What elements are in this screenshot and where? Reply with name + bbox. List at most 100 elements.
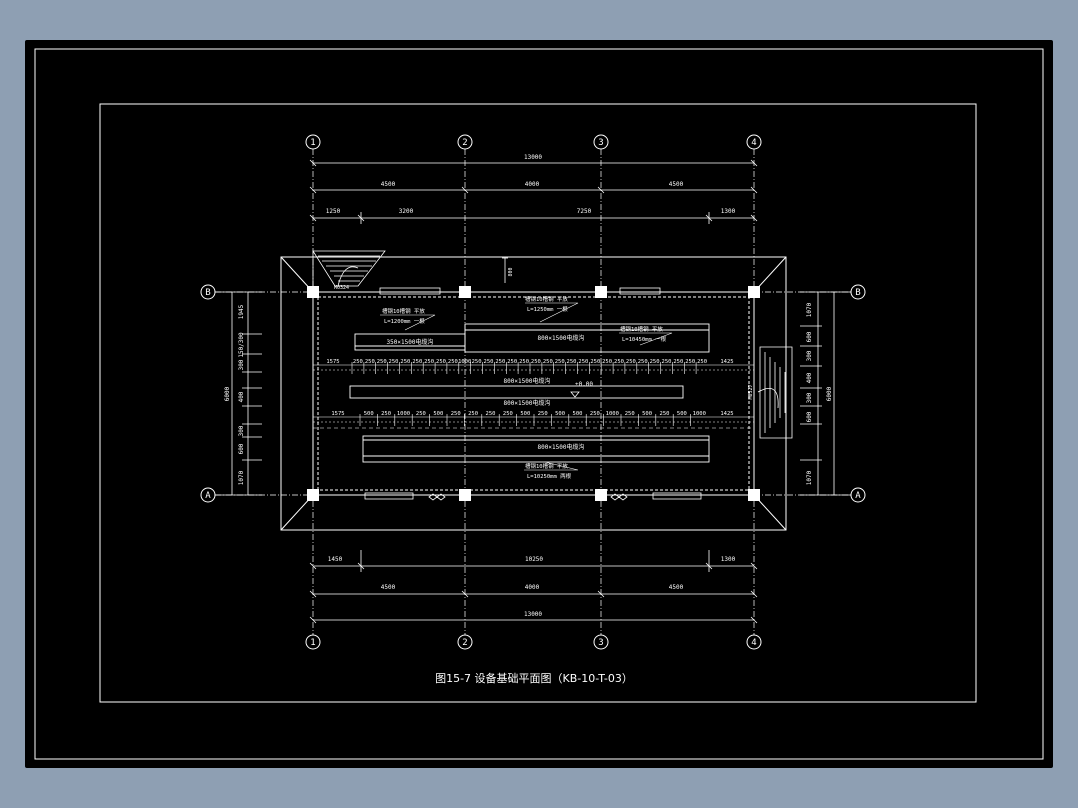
row2-labels-label: 250 [503, 411, 513, 417]
axis-label-right-A: A [855, 491, 861, 501]
row2-labels-label: 250 [451, 411, 461, 417]
row1-start: 1575 [326, 359, 339, 365]
row1-labels-label: 250 [697, 359, 707, 365]
door-ramp-right [757, 346, 793, 439]
dim-right-seg-2: 600 [806, 331, 813, 342]
column-2B [459, 286, 471, 298]
sheet-inner-border [99, 103, 977, 703]
dim-top-sub-2: 3200 [399, 208, 414, 215]
dim-top-seg-3: 4500 [669, 181, 684, 188]
row-ticks [351, 362, 697, 426]
row1-labels-label: 250 [448, 359, 458, 365]
elevation-triangle [570, 391, 580, 398]
row1-labels-label: 250 [614, 359, 624, 365]
door-ramp-left [312, 250, 386, 287]
row1-labels-label: 250 [531, 359, 541, 365]
row1-labels-label: 250 [650, 359, 660, 365]
dim-top-seg-1: 4500 [381, 181, 396, 188]
dim-top-total: 13000 [524, 154, 542, 161]
axis-label-bottom-4: 4 [751, 638, 756, 648]
axis-label-top-1: 1 [310, 138, 315, 148]
steel-label-top-right-2: L=10450mm 一根 [622, 335, 667, 343]
dim-left-seg-1: 1945 [238, 304, 245, 319]
dim-bottom-sub-1: 1450 [328, 556, 343, 563]
column-2A [459, 489, 471, 501]
column-4B [748, 286, 760, 298]
equipment-rows [313, 364, 754, 429]
row2-labels-label: 250 [538, 411, 548, 417]
row1-labels-label: 250 [507, 359, 517, 365]
dim-left-seg-7: 1070 [238, 470, 245, 485]
row1-labels-label: 250 [389, 359, 399, 365]
axis-label-bottom-2: 2 [462, 638, 467, 648]
axis-label-left-B: B [205, 288, 210, 298]
row2-labels-label: 1000 [397, 411, 410, 417]
dim-left-seg-4: 400 [238, 391, 245, 402]
cable-trenches [349, 323, 710, 463]
dim-top-seg-2: 4000 [525, 181, 540, 188]
axis-label-left-A: A [205, 491, 211, 501]
row1-labels-label: 1000 [458, 359, 471, 365]
row1-end: 1425 [720, 359, 733, 365]
row1-labels-label: 250 [626, 359, 636, 365]
dim-bottom-total: 13000 [524, 611, 542, 618]
row2-labels-label: 250 [590, 411, 600, 417]
axis-label-top-4: 4 [751, 138, 756, 148]
dim-left-seg-5: 300 [238, 425, 245, 436]
steel-label-top-right-1: 槽钢10槽钢 平放 [620, 325, 663, 333]
elevation-mark: ±0.00 [575, 381, 593, 388]
row1-labels-label: 250 [543, 359, 553, 365]
axis-label-right-B: B [855, 288, 860, 298]
column-1A [307, 489, 319, 501]
dim-right-seg-3: 300 [806, 350, 813, 361]
columns [307, 286, 760, 501]
row1-labels-label: 250 [436, 359, 446, 365]
row1-labels-label: 250 [602, 359, 612, 365]
dim-bottom-sub-3: 1300 [721, 556, 736, 563]
drawing-title: 图15-7 设备基础平面图（KB-10-T-03） [435, 671, 633, 685]
dim-right-seg-4: 400 [806, 372, 813, 383]
row2-labels-label: 500 [520, 411, 530, 417]
row1-labels-label: 250 [638, 359, 648, 365]
sheet-outer-border [34, 48, 1044, 760]
row1-labels-label: 250 [484, 359, 494, 365]
axis-label-bottom-3: 3 [598, 638, 603, 648]
row2-labels-label: 250 [486, 411, 496, 417]
axis-label-top-2: 2 [462, 138, 467, 148]
dim-right-total: 6000 [826, 386, 833, 401]
column-3A [595, 489, 607, 501]
dim-bottom-seg-3: 4500 [669, 584, 684, 591]
row1-labels-label: 250 [472, 359, 482, 365]
row1-labels-label: 250 [400, 359, 410, 365]
trench-800-top [464, 323, 710, 353]
row1-labels-label: 250 [365, 359, 375, 365]
dim-right-seg-1: 1070 [806, 302, 813, 317]
row2-labels-label: 500 [433, 411, 443, 417]
trench-label-4: 800×1500电缆沟 [504, 399, 551, 407]
dim-inner-top: 800 [508, 267, 514, 276]
row2-labels-label: 500 [573, 411, 583, 417]
row1-labels-label: 250 [377, 359, 387, 365]
row2-labels-label: 250 [625, 411, 635, 417]
axis-label-top-3: 3 [598, 138, 603, 148]
row2-labels-label: 250 [468, 411, 478, 417]
row1-labels-label: 250 [673, 359, 683, 365]
steel-label-top-left-1: 槽钢10槽钢 平放 [382, 307, 425, 315]
row2-labels-label: 1000 [693, 411, 706, 417]
dim-left-seg-2: 150/300 [238, 332, 245, 358]
door-label-right: M0527 [748, 384, 754, 399]
row2-labels-label: 500 [364, 411, 374, 417]
steel-label-bottom-1: 槽钢10槽钢 平放 [525, 462, 568, 470]
dim-left-total: 6000 [224, 386, 231, 401]
dimension-lines-left [215, 291, 262, 496]
trench-label-3: 800×1500电缆沟 [504, 377, 551, 385]
row1-labels-label: 250 [412, 359, 422, 365]
row1-labels-label: 250 [353, 359, 363, 365]
row1-labels-label: 250 [590, 359, 600, 365]
row2-labels-label: 250 [660, 411, 670, 417]
steel-label-bottom-2: L=10250mm 两根 [527, 472, 572, 480]
column-3B [595, 286, 607, 298]
dim-bottom-seg-1: 4500 [381, 584, 396, 591]
